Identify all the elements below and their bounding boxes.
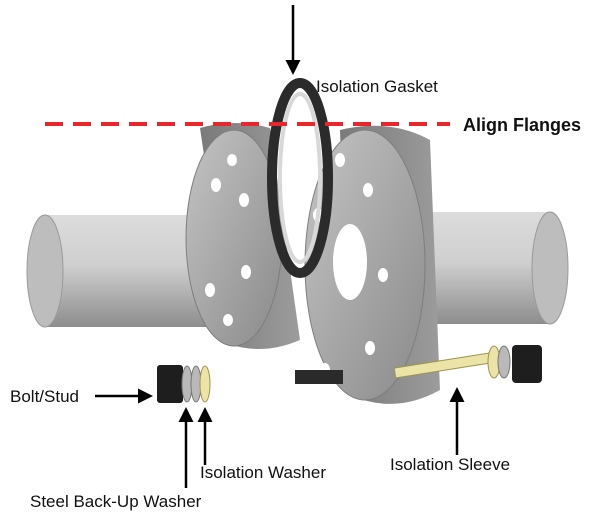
right-hardware: [393, 345, 542, 383]
isolation-sleeve-label: Isolation Sleeve: [390, 455, 511, 474]
align-flanges-label: Align Flanges: [463, 115, 582, 135]
flange-bore: [333, 224, 367, 300]
right-flange: [304, 125, 440, 404]
bolt-stud-label: Bolt/Stud: [10, 387, 79, 406]
isolation-gasket-label: Isolation Gasket: [316, 77, 438, 96]
steel-backup-washer-label: Steel Back-Up Washer: [30, 492, 202, 511]
bolt-shaft: [295, 370, 343, 384]
left-hardware: [157, 365, 211, 403]
bolt-head: [157, 365, 183, 403]
isolation-gasket: [267, 78, 333, 278]
nut: [512, 345, 542, 383]
isolation-washer-label: Isolation Washer: [200, 463, 326, 482]
isolation-washer-part: [199, 365, 211, 403]
